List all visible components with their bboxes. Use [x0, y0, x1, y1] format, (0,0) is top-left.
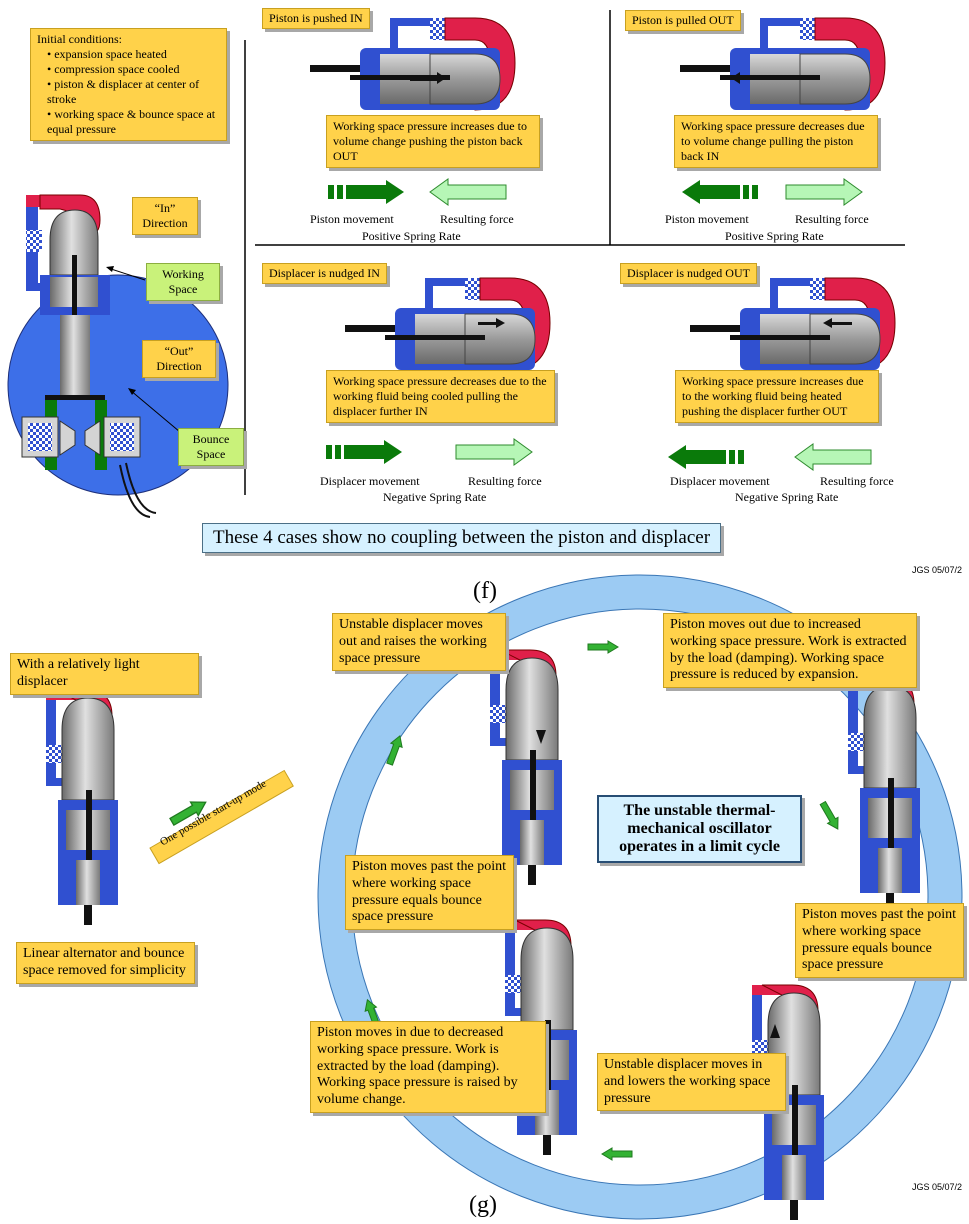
- panel-2-force-caption: Resulting force: [795, 212, 869, 226]
- working-space-label: Working Space: [146, 263, 220, 301]
- panel-1-explanation: Working space pressure increases due to …: [326, 115, 540, 168]
- panel-2-explanation: Working space pressure decreases due to …: [674, 115, 878, 168]
- panel-4-movement-caption: Displacer movement: [670, 474, 770, 488]
- panel-2-title: Piston is pulled OUT: [625, 10, 741, 31]
- linear-alternator-box: Linear alternator and bounce space remov…: [16, 942, 195, 984]
- panel-4-force-caption: Resulting force: [820, 474, 894, 488]
- panel-2-movement-caption: Piston movement: [665, 212, 749, 226]
- in-direction-label: “In” Direction: [132, 197, 198, 235]
- initial-conditions-title: Initial conditions:: [37, 32, 122, 46]
- left-engine: [7, 194, 229, 518]
- past-point-right-box: Piston moves past the point where workin…: [795, 903, 964, 979]
- panel-3-title: Displacer is nudged IN: [262, 263, 387, 284]
- subfigure-f-label: (f): [473, 578, 497, 604]
- initial-item: compression space cooled: [47, 62, 220, 77]
- past-point-left-box: Piston moves past the point where workin…: [345, 855, 514, 931]
- light-displacer-box: With a relatively light displacer: [10, 653, 199, 695]
- top-credit: JGS 05/07/2: [912, 565, 963, 575]
- panel-2-spring-rate: Positive Spring Rate: [725, 229, 824, 243]
- initial-item: piston & displacer at center of stroke: [47, 77, 220, 107]
- initial-conditions-box: Initial conditions: expansion space heat…: [30, 28, 227, 141]
- panel-1-movement-caption: Piston movement: [310, 212, 394, 226]
- initial-item: working space & bounce space at equal pr…: [47, 107, 220, 137]
- panel-1-force-caption: Resulting force: [440, 212, 514, 226]
- no-coupling-note: These 4 cases show no coupling between t…: [202, 523, 722, 553]
- subfigure-g-label: (g): [469, 1192, 497, 1218]
- limit-cycle-note: The unstable thermal-mechanical oscillat…: [597, 795, 802, 863]
- panel-3-explanation: Working space pressure decreases due to …: [326, 370, 555, 423]
- initial-item: expansion space heated: [47, 47, 220, 62]
- panel-3-force-caption: Resulting force: [468, 474, 542, 488]
- out-direction-label: “Out” Direction: [142, 340, 216, 378]
- panel-1-title: Piston is pushed IN: [262, 8, 370, 29]
- panel-3-movement-caption: Displacer movement: [320, 474, 420, 488]
- panel-4-spring-rate: Negative Spring Rate: [735, 490, 839, 504]
- bottom-credit: JGS 05/07/2: [912, 1182, 963, 1192]
- panel-4-explanation: Working space pressure increases due to …: [675, 370, 879, 423]
- piston-out-box: Piston moves out due to increased workin…: [663, 613, 917, 689]
- piston-in-box: Piston moves in due to decreased working…: [310, 1021, 546, 1113]
- panel-1-spring-rate: Positive Spring Rate: [362, 229, 461, 243]
- panel-4-title: Displacer is nudged OUT: [620, 263, 757, 284]
- unstable-in-box: Unstable displacer moves in and lowers t…: [597, 1053, 786, 1112]
- unstable-out-box: Unstable displacer moves out and raises …: [332, 613, 506, 672]
- panel-3-spring-rate: Negative Spring Rate: [383, 490, 487, 504]
- bounce-space-label: Bounce Space: [178, 428, 244, 466]
